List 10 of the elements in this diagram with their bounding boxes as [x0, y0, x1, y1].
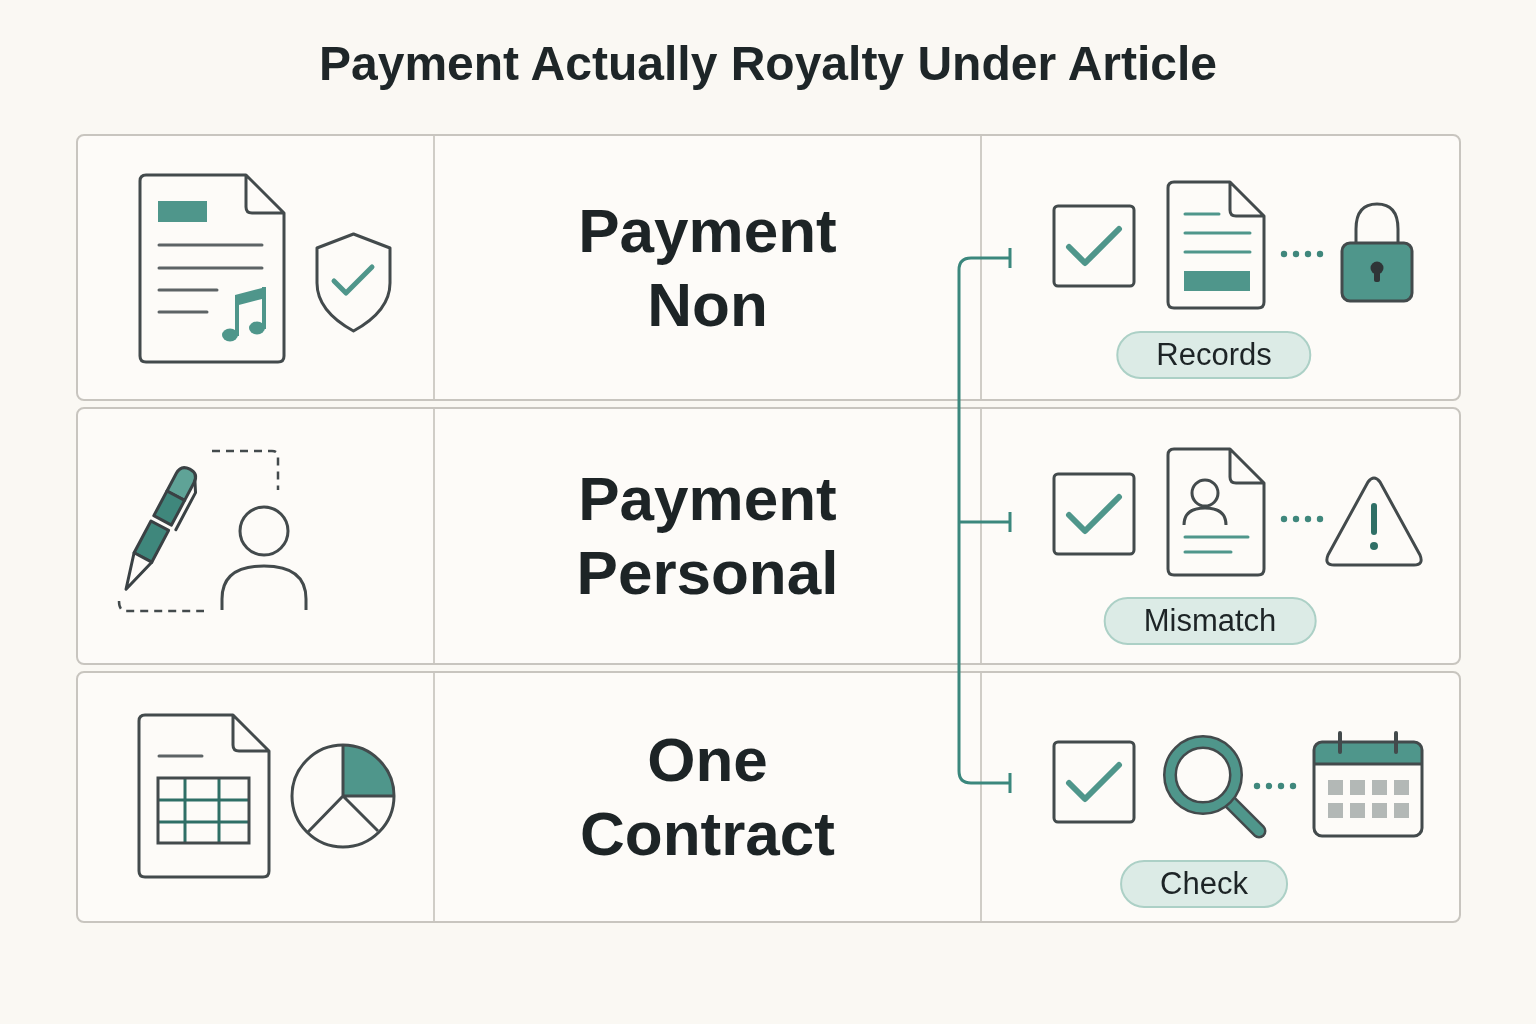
table-cell: [433, 673, 982, 921]
table-cell: [433, 136, 982, 399]
tag-pill: Records: [1116, 331, 1312, 379]
row-heading: Payment Non: [577, 194, 838, 341]
row-heading: One Contract: [579, 724, 836, 870]
table-cell: [433, 409, 982, 663]
diagram-title: Payment Actually Royalty Under Article: [318, 36, 1218, 92]
tag-pill: Mismatch: [1103, 597, 1317, 645]
tag-pill: Check: [1120, 860, 1288, 908]
row-heading: Payment Personal: [575, 463, 840, 609]
